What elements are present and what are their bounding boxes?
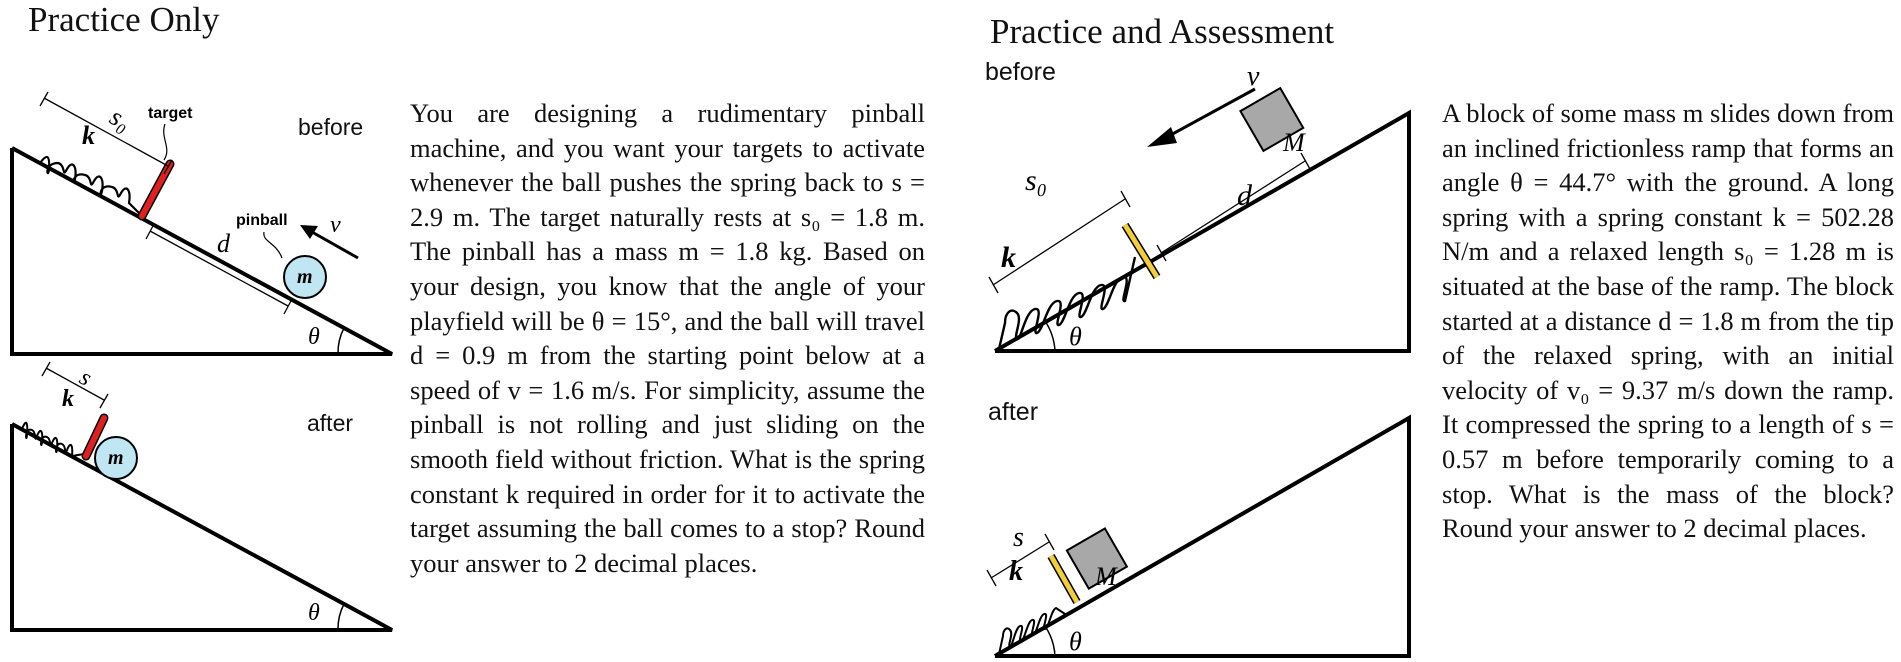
right-before-spring-plate-yellow [1122, 223, 1160, 279]
right-after-theta-symbol: θ [1069, 627, 1082, 656]
left-velocity-symbol: v⃗ [330, 212, 359, 238]
left-velocity-arrowhead [300, 225, 318, 239]
left-before-angle-arc [337, 327, 345, 355]
right-problem-statement: A block of some mass m slides down from … [1442, 98, 1894, 544]
left-before-s0-symbol: s₀ [105, 102, 136, 137]
left-before-label: before [298, 114, 364, 140]
left-after-ramp [10, 422, 393, 632]
right-after-s-dimension [990, 541, 1050, 579]
left-after-k-symbol: k [62, 386, 74, 412]
right-before-block-mass-symbol: M [1282, 128, 1306, 157]
left-after-label: after [307, 410, 354, 436]
right-before-k-symbol: k [1001, 241, 1016, 274]
right-velocity-arrowhead [1147, 127, 1177, 147]
left-problem-statement: You are designing a rudimentary pinball … [410, 98, 925, 578]
right-after-block [1065, 527, 1129, 590]
left-before-ramp [10, 146, 393, 356]
right-after-k-symbol: k [1009, 556, 1023, 587]
right-panel-title: Practice and Assessment [990, 12, 1335, 51]
right-after-ramp [994, 414, 1411, 658]
left-after-s-tick-a [41, 361, 51, 377]
left-pinball-mass-symbol: m [297, 266, 313, 288]
left-velocity-arrow [311, 230, 359, 260]
right-before-theta-symbol: θ [1069, 322, 1082, 351]
right-before-ramp [994, 109, 1411, 353]
right-before-block-body [1239, 86, 1305, 153]
right-before-d-tick-b [1300, 152, 1311, 170]
left-after-s-symbol: s [75, 364, 95, 391]
left-before-d-tick-a [145, 223, 155, 240]
right-after-block-mass-symbol: M [1094, 562, 1118, 591]
right-after-spring [998, 606, 1066, 655]
right-before-d-symbol: d [1237, 179, 1253, 212]
right-velocity-symbol: v⃗ [1247, 61, 1281, 92]
left-target-leader [163, 123, 168, 161]
right-after-block-body [1065, 527, 1129, 590]
left-after-pinball [94, 436, 138, 480]
left-before-d-symbol: d [217, 229, 231, 258]
right-after-label: after [988, 398, 1039, 426]
left-pinball-label: pinball [236, 212, 288, 229]
right-velocity-arrow [1166, 87, 1256, 139]
right-before-angle-arc [1044, 320, 1056, 352]
right-before-s0-tick-a [988, 276, 999, 294]
left-pinball-leader [263, 231, 283, 259]
right-after-spring-plate-yellow [1048, 554, 1080, 604]
left-after-pinball-mass-symbol: m [108, 447, 124, 469]
right-before-spring [997, 256, 1137, 350]
left-target-label: target [148, 105, 193, 122]
left-before-d-tick-b [283, 298, 293, 315]
left-before-d-dimension [149, 230, 289, 307]
right-before-s0-tick-b [1120, 190, 1131, 208]
right-after-angle-arc [1044, 625, 1056, 657]
right-after-s-tick-a [986, 569, 997, 587]
right-after-diagram: M s k θ [986, 414, 1411, 658]
left-after-theta-symbol: θ [308, 600, 320, 626]
left-before-spring [13, 148, 141, 215]
right-after-s-tick-b [1044, 533, 1055, 551]
left-before-s0-dimension [43, 97, 169, 167]
left-after-spring [13, 421, 85, 458]
left-after-s-tick-b [99, 393, 109, 409]
right-before-diagram: s₀ k d M v⃗ θ [988, 61, 1411, 353]
left-panel-title: Practice Only [28, 0, 220, 39]
left-before-diagram: s₀ k target d m pinball v⃗ θ [10, 91, 393, 356]
right-before-s0-dimension [992, 198, 1126, 286]
left-after-target-red [83, 415, 107, 459]
left-before-k-symbol: k [82, 121, 95, 150]
right-before-d-tick-a [1156, 244, 1167, 262]
right-before-label: before [985, 58, 1056, 86]
left-after-angle-arc [337, 603, 345, 631]
left-pinball [283, 255, 327, 299]
left-before-s0-tick-b [163, 159, 173, 175]
right-before-s0-symbol: s₀ [1025, 164, 1047, 197]
right-after-s-symbol: s [1013, 522, 1024, 553]
right-before-d-dimension [1160, 160, 1306, 254]
right-before-block [1239, 86, 1305, 153]
left-after-diagram: s k m θ [10, 361, 393, 632]
left-after-s-dimension [45, 367, 105, 401]
left-before-theta-symbol: θ [308, 324, 320, 350]
left-before-s0-tick-a [39, 91, 49, 107]
